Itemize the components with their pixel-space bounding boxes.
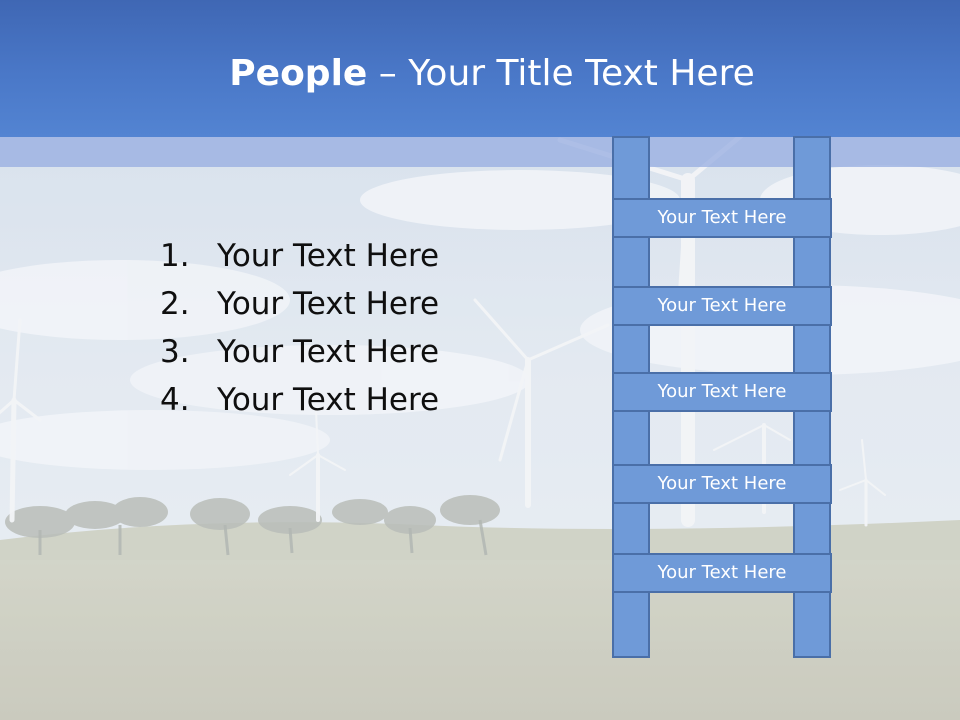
slide-title-bold: People — [229, 53, 368, 94]
ladder-rung-4[interactable]: Your Text Here — [612, 464, 832, 504]
list-item-text: Your Text Here — [217, 286, 440, 322]
ladder-rung-5[interactable]: Your Text Here — [612, 553, 832, 593]
title-banner — [0, 0, 960, 137]
list-item-text: Your Text Here — [217, 334, 440, 370]
ladder-rung-2[interactable]: Your Text Here — [612, 286, 832, 326]
slide-title-rest: – Your Title Text Here — [367, 53, 755, 94]
slide-title[interactable]: People – Your Title Text Here — [0, 52, 960, 96]
list-item-text: Your Text Here — [217, 238, 440, 274]
list-item-text: Your Text Here — [217, 382, 440, 418]
list-item-number: 2. — [160, 286, 190, 322]
list-item-number: 1. — [160, 238, 190, 274]
list-item-number: 4. — [160, 382, 190, 418]
ladder-rung-1[interactable]: Your Text Here — [612, 198, 832, 238]
list-item-number: 3. — [160, 334, 190, 370]
ladder-rung-3[interactable]: Your Text Here — [612, 372, 832, 412]
